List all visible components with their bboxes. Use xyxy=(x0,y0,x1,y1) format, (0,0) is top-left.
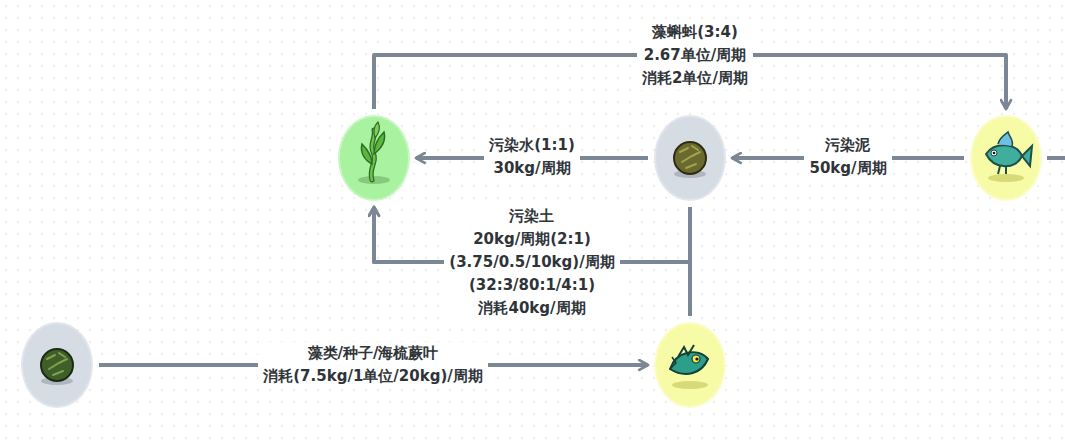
material-node xyxy=(21,322,93,408)
flow-label: 污染泥 50kg/周期 xyxy=(804,134,891,180)
material-node xyxy=(654,115,726,201)
outgoing-wire xyxy=(1047,156,1065,160)
dirt-ball-icon xyxy=(674,142,706,178)
critter-node xyxy=(970,115,1042,201)
flow-label: 藻类/种子/海梳蕨叶 消耗(7.5kg/1单位/20kg)/周期 xyxy=(258,342,487,388)
flow-connector xyxy=(374,207,690,316)
critter-node xyxy=(654,322,726,408)
flow-label: 污染土 20kg/周期(2:1) (3.75/0.5/10kg)/周期 (32:… xyxy=(444,205,619,320)
algae-ball-icon xyxy=(41,349,73,385)
plant-icon xyxy=(358,122,390,184)
flow-label: 藻蝌蚪(3:4) 2.67单位/周期 消耗2单位/周期 xyxy=(637,21,753,90)
fish-icon xyxy=(670,345,708,389)
flow-label: 污染水(1:1) 30kg/周期 xyxy=(484,134,580,180)
plant-node xyxy=(338,115,410,201)
pacu-icon xyxy=(986,132,1032,182)
